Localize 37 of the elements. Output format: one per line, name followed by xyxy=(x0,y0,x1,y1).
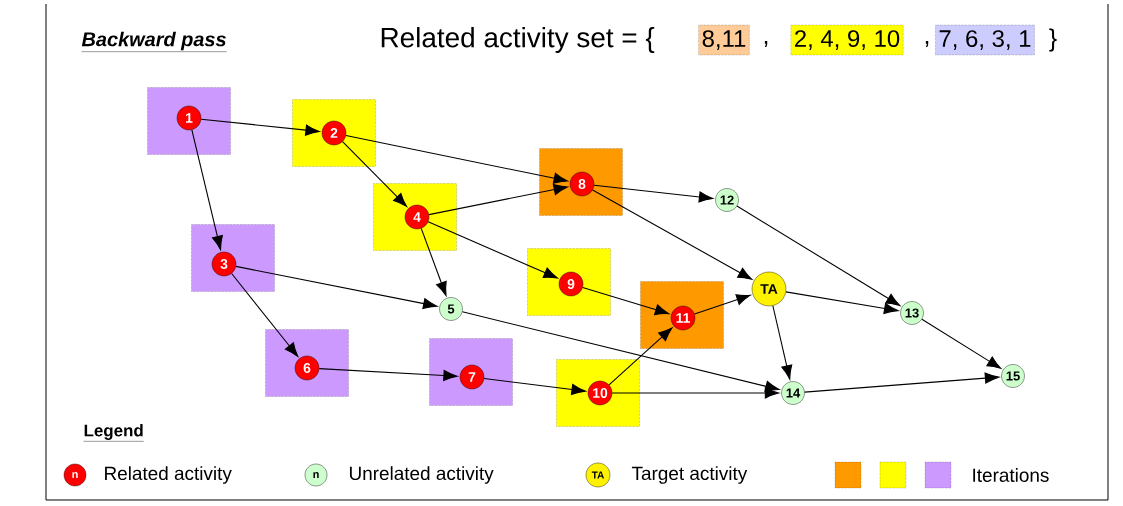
legend-text: Target activity xyxy=(631,466,748,484)
legend-heading: Legend xyxy=(83,424,144,442)
arrow xyxy=(420,227,447,296)
legend-text: Iterations xyxy=(973,468,1049,482)
arrow xyxy=(804,372,1000,393)
arrow xyxy=(428,184,568,216)
arrow xyxy=(736,205,901,306)
set-box: 7, 6, 3, 1 xyxy=(935,24,1035,56)
arrow xyxy=(785,291,899,314)
comma: , xyxy=(764,41,768,47)
arrow xyxy=(592,189,753,280)
set-label: Related activity set = { xyxy=(381,27,655,53)
set-box: 8,11 xyxy=(698,24,750,56)
legend-sample: n xyxy=(63,463,87,487)
arrow xyxy=(200,118,320,136)
arrow xyxy=(318,368,458,382)
arrow xyxy=(593,184,714,203)
arrow xyxy=(582,287,670,316)
arrow xyxy=(694,294,751,315)
arrow xyxy=(427,221,558,279)
arrow xyxy=(345,134,568,184)
arrow xyxy=(483,377,586,396)
legend-text: Unrelated activity xyxy=(350,466,494,484)
arrow xyxy=(231,272,299,357)
arrow xyxy=(342,141,408,207)
comma: , xyxy=(925,41,929,47)
arrow xyxy=(461,311,780,392)
legend-text: Related activity xyxy=(105,466,232,484)
arrow xyxy=(608,327,673,386)
title: Backward pass xyxy=(81,31,227,52)
arrow xyxy=(772,305,793,380)
arrow xyxy=(191,129,223,250)
legend-sample: TA xyxy=(585,462,611,488)
arrow xyxy=(235,265,438,310)
legend-sample: n xyxy=(304,463,328,487)
set-box: 2, 4, 9, 10 xyxy=(790,24,904,56)
arrow xyxy=(921,318,1002,369)
